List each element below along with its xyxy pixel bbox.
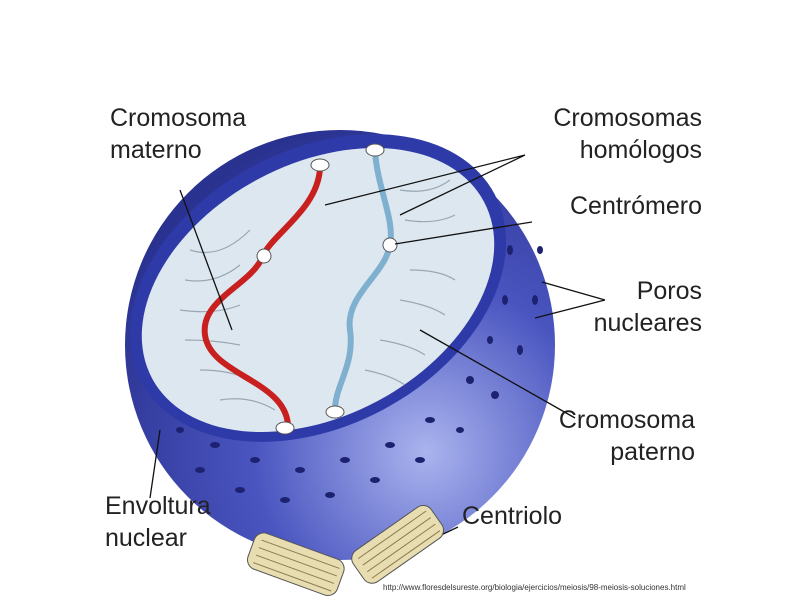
nucleoplasm (141, 147, 495, 433)
nuclear-pores (176, 245, 543, 503)
label-centriolo: Centriolo (462, 502, 563, 530)
label-line: materno (110, 136, 202, 164)
source-url: http://www.floresdelsureste.org/biologia… (383, 583, 686, 592)
label-line: Cromosoma (110, 104, 247, 132)
centromeres (256, 143, 398, 435)
label-cromosoma-paterno: Cromosoma paterno (559, 404, 695, 468)
label-line: homólogos (579, 136, 702, 164)
label-cromosomas-homologos: Cromosomas homólogos (553, 102, 702, 166)
label-line: Cromosomas (553, 104, 702, 132)
label-poros-nucleares: Poros nucleares (594, 275, 702, 339)
paternal-chromosome (332, 151, 394, 411)
label-envoltura-nuclear: Envoltura nuclear (105, 490, 211, 554)
label-line: Envoltura (105, 492, 211, 520)
label-cromosoma-materno: Cromosoma materno (110, 102, 246, 166)
label-centromero: Centrómero (570, 192, 702, 220)
label-line: nuclear (105, 524, 187, 552)
label-line: paterno (610, 438, 695, 466)
label-line: nucleares (593, 309, 702, 337)
label-line: Cromosoma (558, 406, 695, 434)
label-line: Poros (636, 277, 702, 305)
centrioles (246, 505, 445, 597)
